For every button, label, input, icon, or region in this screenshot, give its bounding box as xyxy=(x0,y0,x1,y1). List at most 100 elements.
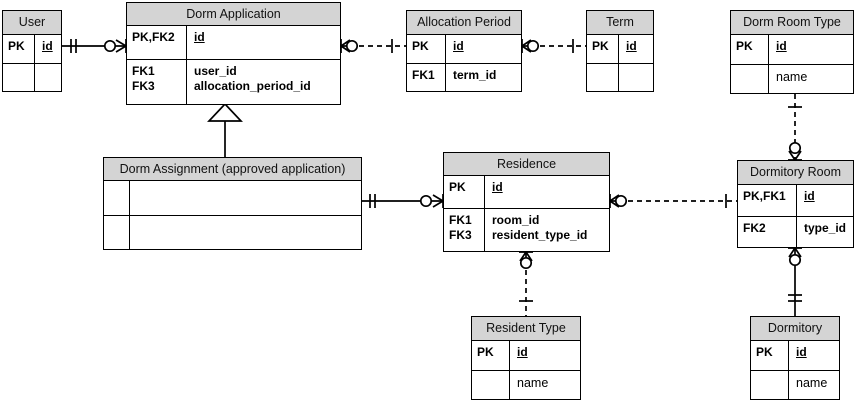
entity-user-title: User xyxy=(3,11,61,35)
entity-allocation-period-attr-section: FK1 term_id xyxy=(407,63,521,91)
connector-user-dorm-application xyxy=(62,39,127,53)
entity-dorm-assignment-attr-column-2 xyxy=(130,216,361,249)
entity-residence-attr-column: id xyxy=(485,176,609,208)
entity-dormitory-room-key-column: PK,FK1 xyxy=(738,185,797,216)
entity-dorm-assignment-row-2 xyxy=(104,215,361,249)
entity-dorm-room-type[interactable]: Dorm Room Type PK id name xyxy=(730,10,854,94)
field-key: FK1 xyxy=(449,213,472,227)
entity-dorm-application-title: Dorm Application xyxy=(127,3,340,26)
entity-user-attr-column-2 xyxy=(35,64,61,91)
field-attr: id xyxy=(804,189,815,203)
field-attr: allocation_period_id xyxy=(194,79,311,94)
entity-dormitory-attr-section: name xyxy=(751,370,839,399)
entity-residence[interactable]: Residence PK id FK1 FK3 room_id resident… xyxy=(443,152,610,252)
entity-resident-type[interactable]: Resident Type PK id name xyxy=(471,316,581,400)
field-attr: user_id xyxy=(194,64,237,78)
entity-dormitory-key-column: PK xyxy=(751,341,789,370)
entity-residence-key-column: PK xyxy=(444,176,485,208)
entity-dorm-room-type-pk-section: PK id xyxy=(731,35,853,64)
entity-term[interactable]: Term PK id xyxy=(586,10,654,92)
field-key: FK2 xyxy=(743,221,766,235)
entity-dorm-application[interactable]: Dorm Application PK,FK2 id FK1 FK3 user_… xyxy=(126,2,341,105)
entity-dormitory-room-pk-section: PK,FK1 id xyxy=(738,185,853,216)
field-key: PK xyxy=(449,180,466,194)
field-key: PK xyxy=(412,39,429,53)
entity-dorm-application-key-column-2: FK1 FK3 xyxy=(127,60,187,104)
entity-dormitory-title: Dormitory xyxy=(751,317,839,341)
entity-term-attr-section xyxy=(587,63,653,91)
entity-dorm-assignment-title: Dorm Assignment (approved application) xyxy=(104,158,361,181)
entity-allocation-period[interactable]: Allocation Period PK id FK1 term_id xyxy=(406,10,522,92)
entity-user-attr-section xyxy=(3,63,61,91)
entity-allocation-period-attr-column: id xyxy=(446,35,521,63)
entity-dormitory-room-key-column-2: FK2 xyxy=(738,217,797,247)
connector-dormitory-room-dormitory xyxy=(788,247,802,316)
entity-resident-type-attr-column-2: name xyxy=(510,371,580,399)
field-attr: name xyxy=(776,70,808,84)
field-key: PK xyxy=(592,39,609,53)
field-key: FK3 xyxy=(449,228,472,243)
entity-allocation-period-title: Allocation Period xyxy=(407,11,521,35)
connector-dorm-assignment-residence xyxy=(362,194,444,208)
entity-user[interactable]: User PK id xyxy=(2,10,62,92)
entity-dorm-application-pk-section: PK,FK2 id xyxy=(127,26,340,59)
entity-allocation-period-pk-section: PK id xyxy=(407,35,521,63)
entity-term-attr-column-2 xyxy=(619,64,653,91)
entity-dorm-assignment[interactable]: Dorm Assignment (approved application) xyxy=(103,157,362,250)
field-attr: name xyxy=(517,376,549,390)
entity-dorm-assignment-key-column-2 xyxy=(104,216,130,249)
entity-user-attr-column: id xyxy=(35,35,61,63)
field-key: PK xyxy=(477,345,494,359)
entity-residence-pk-section: PK id xyxy=(444,176,609,208)
entity-dormitory-attr-column: id xyxy=(789,341,839,370)
field-attr: id xyxy=(453,39,464,53)
entity-residence-attr-column-2: room_id resident_type_id xyxy=(485,209,609,251)
entity-resident-type-pk-section: PK id xyxy=(472,341,580,370)
connector-residence-resident-type xyxy=(519,251,533,316)
connector-residence-dormitory-room xyxy=(609,194,737,208)
entity-dormitory-pk-section: PK id xyxy=(751,341,839,370)
entity-user-pk-section: PK id xyxy=(3,35,61,63)
entity-dormitory[interactable]: Dormitory PK id name xyxy=(750,316,840,400)
entity-term-title: Term xyxy=(587,11,653,35)
field-attr: type_id xyxy=(804,221,847,235)
connector-allocation-period-term xyxy=(521,39,586,53)
entity-resident-type-attr-column: id xyxy=(510,341,580,370)
entity-dorm-room-type-attr-column: id xyxy=(769,35,853,64)
entity-allocation-period-attr-column-2: term_id xyxy=(446,64,521,91)
entity-dorm-room-type-attr-section: name xyxy=(731,64,853,93)
entity-user-key-column: PK xyxy=(3,35,35,63)
entity-dorm-assignment-attr-column xyxy=(130,181,361,215)
field-key: PK xyxy=(756,345,773,359)
entity-resident-type-title: Resident Type xyxy=(472,317,580,341)
field-attr: id xyxy=(796,345,807,359)
field-attr: id xyxy=(194,30,205,44)
entity-resident-type-key-column: PK xyxy=(472,341,510,370)
entity-term-key-column: PK xyxy=(587,35,619,63)
entity-term-attr-column: id xyxy=(619,35,653,63)
field-attr: id xyxy=(42,39,53,53)
entity-dorm-assignment-key-column xyxy=(104,181,130,215)
entity-dormitory-attr-column-2: name xyxy=(789,371,839,399)
entity-term-key-column-2 xyxy=(587,64,619,91)
field-key: FK1 xyxy=(412,68,435,82)
entity-term-pk-section: PK id xyxy=(587,35,653,63)
entity-residence-title: Residence xyxy=(444,153,609,176)
field-attr: resident_type_id xyxy=(492,228,588,243)
connector-dorm-assignment-inheritance xyxy=(207,102,243,157)
field-key: PK xyxy=(736,39,753,53)
field-attr: name xyxy=(796,376,828,390)
entity-dorm-application-attr-column: id xyxy=(187,26,340,59)
entity-dormitory-room-attr-column: id xyxy=(797,185,853,216)
entity-resident-type-key-column-2 xyxy=(472,371,510,399)
entity-dormitory-room-attr-section: FK2 type_id xyxy=(738,216,853,247)
entity-user-key-column-2 xyxy=(3,64,35,91)
entity-residence-attr-section: FK1 FK3 room_id resident_type_id xyxy=(444,208,609,251)
entity-resident-type-attr-section: name xyxy=(472,370,580,399)
field-key: PK xyxy=(8,39,25,53)
entity-dorm-room-type-title: Dorm Room Type xyxy=(731,11,853,35)
entity-dorm-application-key-column: PK,FK2 xyxy=(127,26,187,59)
entity-dormitory-room-attr-column-2: type_id xyxy=(797,217,853,247)
entity-dormitory-room[interactable]: Dormitory Room PK,FK1 id FK2 type_id xyxy=(737,160,854,248)
